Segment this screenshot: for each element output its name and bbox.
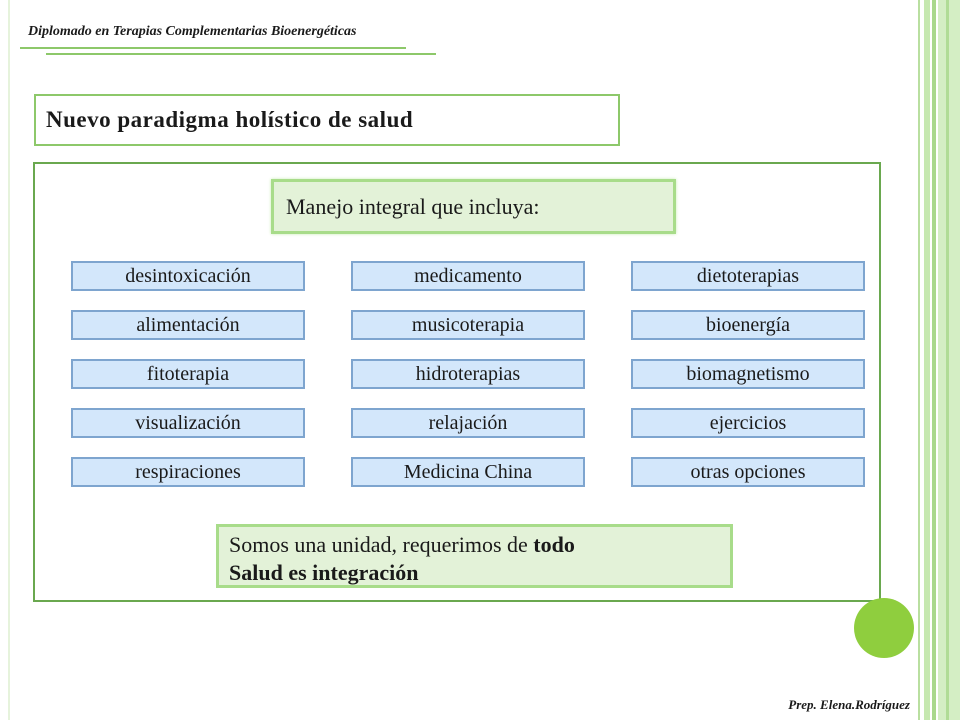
- content-frame: [33, 162, 881, 602]
- therapy-item: dietoterapias: [631, 261, 865, 291]
- summary-conclusion: Salud es integración: [229, 560, 419, 585]
- therapy-item: visualización: [71, 408, 305, 438]
- therapy-item: biomagnetismo: [631, 359, 865, 389]
- therapy-item: bioenergía: [631, 310, 865, 340]
- therapy-item: ejercicios: [631, 408, 865, 438]
- left-edge-line: [8, 0, 10, 720]
- therapy-item: fitoterapia: [71, 359, 305, 389]
- therapy-item: relajación: [351, 408, 585, 438]
- decor-stripe: [938, 0, 960, 720]
- therapy-item: otras opciones: [631, 457, 865, 487]
- therapy-item: desintoxicación: [71, 261, 305, 291]
- intro-heading: Manejo integral que incluya:: [271, 179, 676, 234]
- summary-line-2: Salud es integración: [229, 559, 730, 587]
- decor-stripe: [932, 0, 936, 720]
- decor-stripe: [946, 0, 949, 720]
- therapy-item: musicoterapia: [351, 310, 585, 340]
- header-underline: [20, 47, 406, 49]
- green-circle-decor: [854, 598, 914, 658]
- author-credit: Prep. Elena.Rodríguez: [788, 697, 910, 712]
- therapy-item: Medicina China: [351, 457, 585, 487]
- therapy-item: hidroterapias: [351, 359, 585, 389]
- decor-stripe: [918, 0, 920, 720]
- summary-box: Somos una unidad, requerimos de todo Sal…: [216, 524, 733, 588]
- header-underline: [46, 53, 436, 55]
- decor-stripe: [924, 0, 930, 720]
- summary-line-1: Somos una unidad, requerimos de todo: [229, 531, 730, 559]
- therapy-item: medicamento: [351, 261, 585, 291]
- slide-title: Nuevo paradigma holístico de salud: [34, 94, 620, 146]
- therapy-item: respiraciones: [71, 457, 305, 487]
- course-header: Diplomado en Terapias Complementarias Bi…: [28, 24, 357, 39]
- summary-text: Somos una unidad, requerimos de: [229, 532, 534, 557]
- summary-emphasis: todo: [533, 532, 575, 557]
- therapy-item: alimentación: [71, 310, 305, 340]
